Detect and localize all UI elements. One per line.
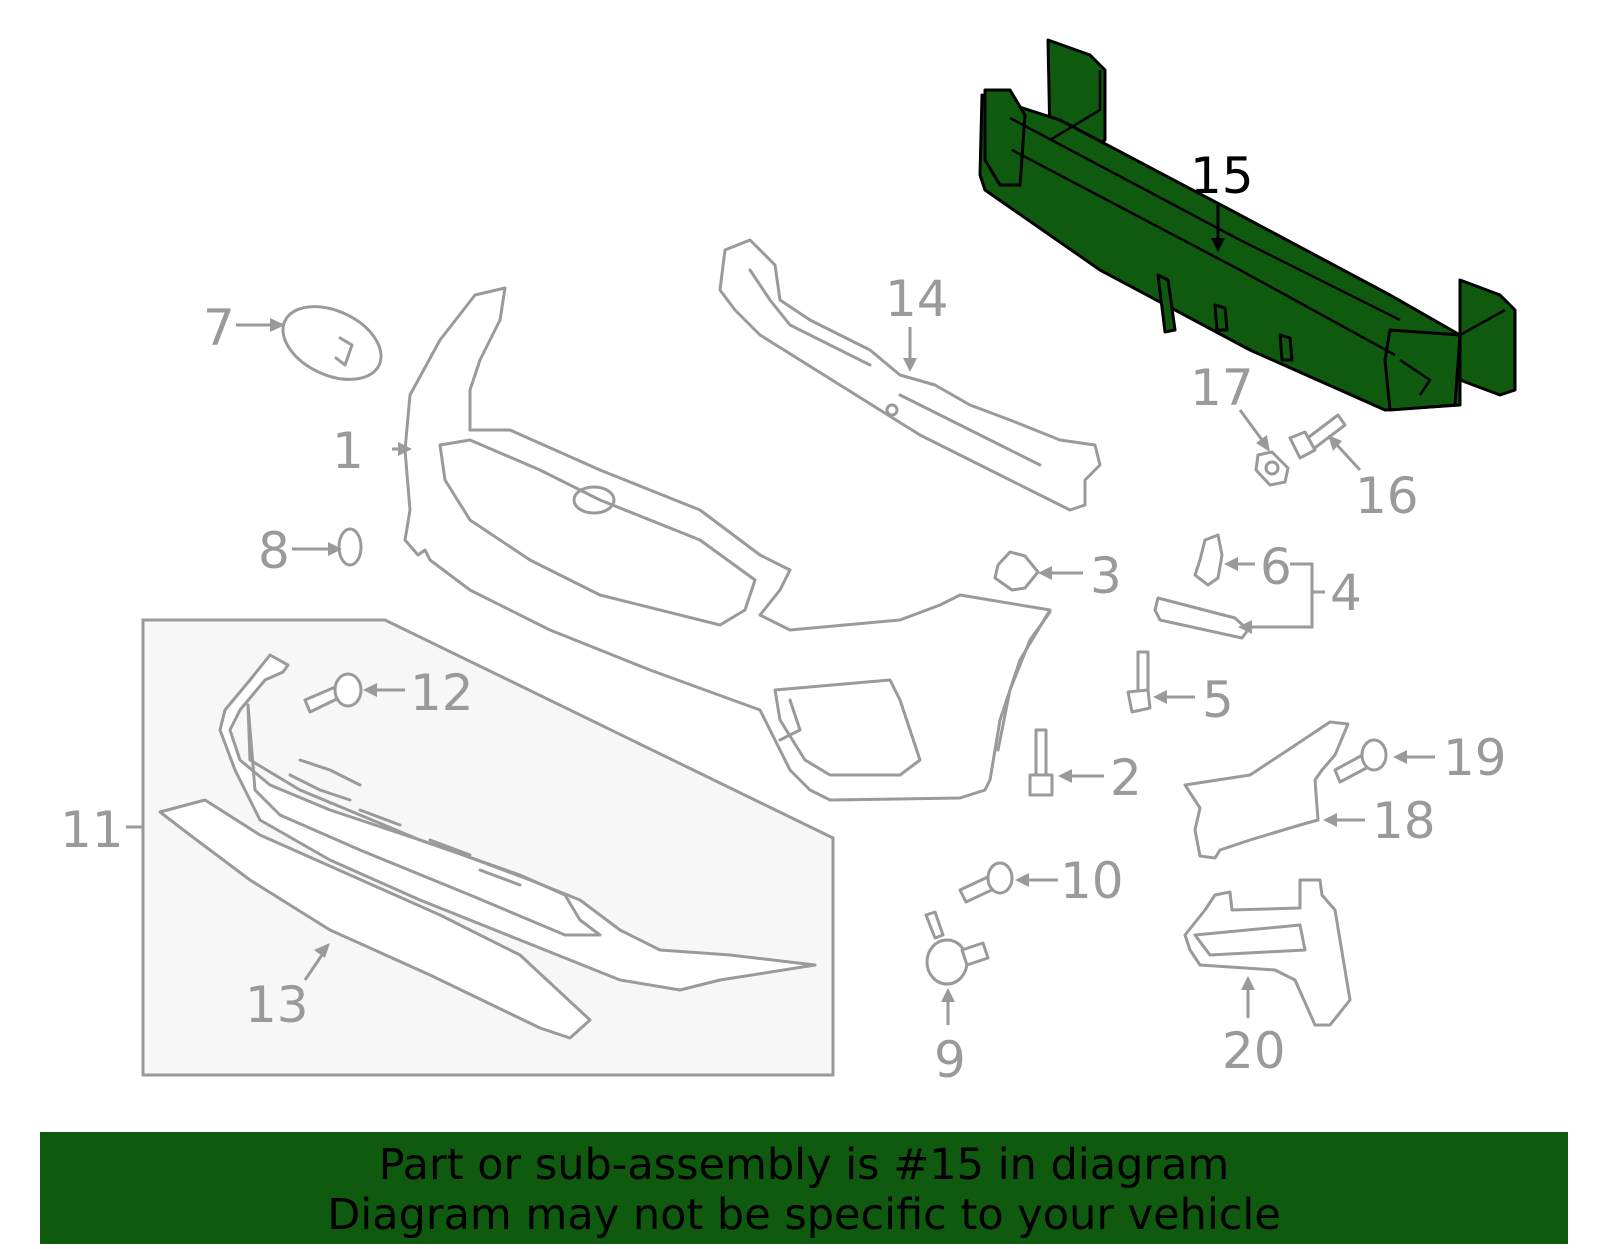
callout-9: 9 <box>934 1031 966 1089</box>
emblem-part-7[interactable] <box>271 292 392 394</box>
callout-2: 2 <box>1110 749 1142 807</box>
bumper-cover-part-1[interactable] <box>403 286 1052 802</box>
callout-10: 10 <box>1060 852 1124 910</box>
lower-grille-part-11[interactable] <box>218 653 817 992</box>
bracket-part-4[interactable] <box>1153 596 1250 640</box>
energy-absorber-part-14[interactable] <box>718 238 1102 512</box>
socket-part-9[interactable] <box>924 910 990 986</box>
callout-12: 12 <box>410 664 474 722</box>
banner-line-disclaimer: Diagram may not be specific to your vehi… <box>327 1190 1281 1240</box>
info-banner: Part or sub-assembly is #15 in diagram D… <box>40 1132 1568 1244</box>
callout-18: 18 <box>1372 792 1436 850</box>
clip-part-3[interactable] <box>993 550 1040 592</box>
bracket-part-6[interactable] <box>1193 533 1224 587</box>
screw-part-12[interactable] <box>303 672 363 714</box>
callout-17: 17 <box>1190 359 1254 417</box>
nut-part-17[interactable] <box>1254 450 1290 487</box>
bolt-part-2[interactable] <box>1028 728 1054 797</box>
callout-6: 6 <box>1260 538 1292 596</box>
callout-14: 14 <box>885 270 949 328</box>
callout-3: 3 <box>1090 547 1122 605</box>
callout-7: 7 <box>203 299 235 357</box>
callout-1: 1 <box>332 422 364 480</box>
fog-lamp-bezel-part-20[interactable] <box>1183 878 1352 1027</box>
lower-molding-part-13[interactable] <box>158 798 592 1040</box>
bracket-part-18[interactable] <box>1183 720 1350 860</box>
callout-5: 5 <box>1202 671 1234 729</box>
banner-line-part-number: Part or sub-assembly is #15 in diagram <box>378 1140 1230 1190</box>
clip-part-8[interactable] <box>337 527 363 567</box>
callout-15: 15 <box>1190 147 1254 205</box>
screw-part-19[interactable] <box>1333 738 1388 784</box>
bumper-reinforcement-part-15[interactable] <box>978 38 1517 412</box>
callout-8: 8 <box>258 522 290 580</box>
screw-part-10[interactable] <box>958 861 1014 904</box>
callout-11: 11 <box>60 801 124 859</box>
bolt-part-5[interactable] <box>1126 650 1152 714</box>
callout-13: 13 <box>245 976 309 1034</box>
bolt-part-16[interactable] <box>1288 413 1347 460</box>
callout-16: 16 <box>1355 467 1419 525</box>
callout-19: 19 <box>1443 729 1507 787</box>
callout-4: 4 <box>1330 564 1362 622</box>
callout-20: 20 <box>1222 1022 1286 1080</box>
